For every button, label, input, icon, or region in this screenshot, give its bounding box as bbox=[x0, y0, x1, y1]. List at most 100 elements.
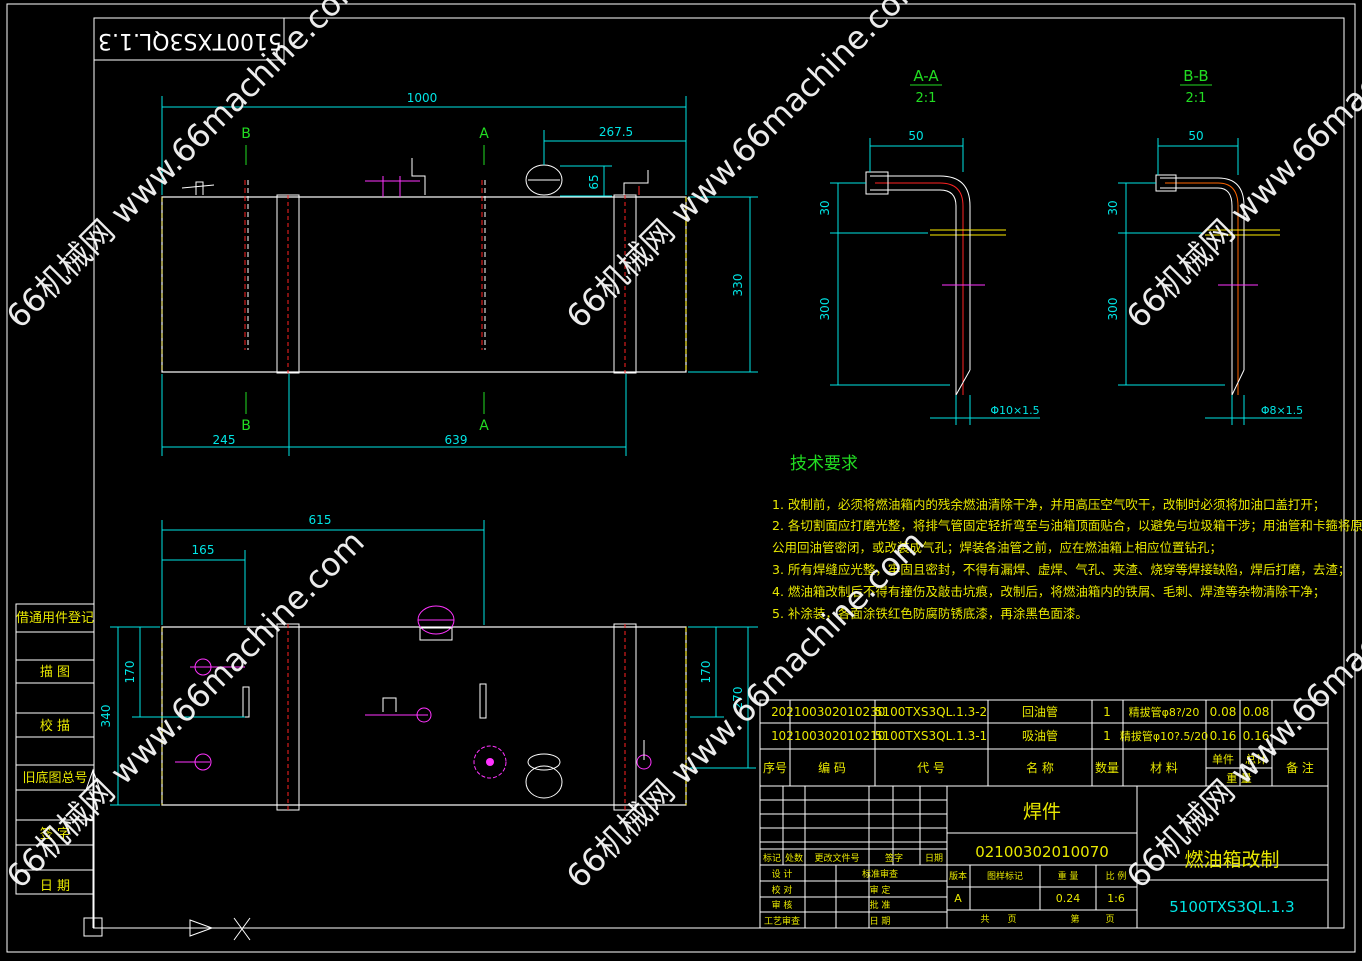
dim-330: 330 bbox=[731, 274, 745, 297]
tb-label-page2: 页 bbox=[1105, 914, 1114, 925]
bom-row-2-drawing: 5100TXS3QL.1.3-2 bbox=[875, 705, 987, 719]
section-aa-title: A-A bbox=[913, 67, 939, 85]
bom-header-material: 材 料 bbox=[1150, 761, 1178, 775]
tb-version: A bbox=[954, 892, 962, 905]
top-drawing-number-box: 5100TXS3QL.1.3 bbox=[93, 17, 285, 61]
front-view bbox=[161, 605, 687, 811]
tb-label-total: 共 bbox=[980, 914, 989, 925]
tech-line-3: 公用回油管密闭，或改装成气孔；焊装各油管之前，应在燃油箱上相应位置钻孔； bbox=[772, 540, 1222, 555]
bom-row-1-name: 吸油管 bbox=[1022, 728, 1058, 743]
tb-label-date2: 日 期 bbox=[870, 916, 891, 927]
tech-line-4: 3. 所有焊缝应光整，牢固且密封，不得有漏焊、虚焊、气孔、夹渣、烧穿等焊接缺陷，… bbox=[772, 562, 1350, 577]
watermark-4: 66机械网 www.66machine.com bbox=[0, 523, 372, 896]
bom-header-weight: 重 量 bbox=[1226, 771, 1252, 785]
left-block-cell-6: 日 期 bbox=[40, 879, 70, 894]
section-mark-a-top: A bbox=[479, 126, 489, 142]
bom-row-1-drawing: 5100TXS3QL.1.3-1 bbox=[875, 729, 987, 743]
bom-row-2-qty: 1 bbox=[1103, 705, 1111, 719]
top-view bbox=[161, 158, 687, 374]
left-block-cell-5: 签 字 bbox=[40, 826, 70, 842]
tech-line-5: 4. 燃油箱改制后不得有撞伤及敲击坑痕，改制后，将燃油箱内的铁屑、毛刺、焊渣等杂… bbox=[772, 584, 1325, 599]
dim-270: 270 bbox=[731, 687, 745, 710]
tb-scale: 1:6 bbox=[1107, 892, 1125, 905]
bom-row-1-total: 0.16 bbox=[1243, 729, 1270, 743]
bom-header-drawing: 代 号 bbox=[917, 761, 945, 775]
part-name: 燃油箱改制 bbox=[1184, 849, 1279, 871]
tb-label-std-review: 标准审查 bbox=[862, 868, 898, 880]
tb-label-design: 设 计 bbox=[772, 868, 793, 880]
section-a-a: A-A 2:1 50 30 300 Φ10×1.5 bbox=[818, 67, 1040, 425]
tech-heading: 技术要求 bbox=[790, 454, 858, 474]
dim-267-5: 267.5 bbox=[599, 125, 633, 139]
section-mark-a-bottom: A bbox=[479, 418, 489, 434]
dim-170-left: 170 bbox=[123, 661, 137, 684]
tb-weight: 0.24 bbox=[1056, 892, 1081, 905]
tb-label-proofread: 校 对 bbox=[772, 884, 793, 896]
bom-header-qty: 数量 bbox=[1095, 760, 1119, 775]
bom-header-unit: 单件 bbox=[1212, 753, 1234, 766]
tb-label-change-doc: 更改文件号 bbox=[814, 852, 859, 864]
tb-label-sign: 签字 bbox=[885, 852, 903, 864]
section-b-b: B-B 2:1 50 30 300 Φ8×1.5 bbox=[1106, 67, 1303, 425]
tb-label-process: 工艺审查 bbox=[764, 915, 800, 927]
tb-label-approve1: 审 定 bbox=[870, 884, 891, 896]
dim-245: 245 bbox=[213, 433, 236, 447]
section-bb-dim-300: 300 bbox=[1106, 298, 1120, 321]
tb-label-version: 版本 bbox=[949, 870, 967, 882]
section-bb-dim-50: 50 bbox=[1188, 129, 1203, 143]
section-bb-dim-phi: Φ8×1.5 bbox=[1261, 404, 1303, 417]
bom-header-total: 总计 bbox=[1245, 752, 1267, 766]
bom-header-seq: 序号 bbox=[763, 760, 787, 775]
section-aa-scale: 2:1 bbox=[916, 91, 937, 106]
tech-line-1: 1. 改制前，必须将燃油箱内的残余燃油清除干净，并用高压空气吹干，改制时必须将加… bbox=[772, 497, 1325, 512]
bom-row-2-total: 0.08 bbox=[1243, 705, 1270, 719]
top-view-dimensions bbox=[161, 96, 758, 456]
section-bb-dim-30: 30 bbox=[1106, 200, 1120, 215]
section-aa-dim-30: 30 bbox=[818, 200, 832, 215]
dim-65: 65 bbox=[587, 174, 601, 189]
section-bb-scale: 2:1 bbox=[1186, 91, 1207, 106]
left-registration-block: 借通用件登记 描 图 校 描 旧底图总号 签 字 日 期 bbox=[15, 603, 95, 895]
dim-639: 639 bbox=[445, 433, 468, 447]
bom-header-name: 名 称 bbox=[1026, 760, 1054, 775]
dim-170-right: 170 bbox=[699, 661, 713, 684]
top-view-dim-labels: 1000 267.5 65 330 245 639 bbox=[213, 91, 745, 447]
left-block-cell-4: 旧底图总号 bbox=[22, 770, 87, 786]
tb-label-review: 审 核 bbox=[772, 899, 793, 911]
bom-row-2-seq: 2 bbox=[771, 705, 779, 719]
drawing-frame bbox=[6, 3, 1356, 953]
section-mark-b-top: B bbox=[241, 126, 251, 142]
left-block-cell-1: 借通用件登记 bbox=[16, 611, 94, 626]
left-block-cell-3: 校 描 bbox=[40, 718, 70, 734]
dim-1000: 1000 bbox=[407, 91, 438, 105]
bom-row-1-unit: 0.16 bbox=[1210, 729, 1237, 743]
bom-row-2-code: 02100302010230 bbox=[779, 705, 886, 719]
tb-label-qty: 处数 bbox=[785, 852, 803, 864]
bom-table: 2 02100302010230 5100TXS3QL.1.3-2 回油管 1 … bbox=[759, 699, 1329, 787]
watermark-2: 66机械网 www.66machine.com bbox=[559, 0, 932, 336]
bom-row-2-name: 回油管 bbox=[1022, 704, 1058, 719]
bom-row-1-code: 02100302010210 bbox=[779, 729, 886, 743]
technical-requirements: 技术要求 1. 改制前，必须将燃油箱内的残余燃油清除干净，并用高压空气吹干，改制… bbox=[772, 454, 1362, 621]
part-code: 02100302010070 bbox=[975, 843, 1109, 861]
bom-row-2-material: 精拔管φ8?/20 bbox=[1129, 705, 1200, 719]
ucs-icon bbox=[83, 768, 251, 941]
tb-label-approve2: 批 准 bbox=[870, 899, 891, 911]
part-type: 焊件 bbox=[1023, 801, 1061, 823]
tb-label-mark: 标记 bbox=[763, 852, 781, 864]
tb-label-weight: 重 量 bbox=[1058, 870, 1079, 882]
front-view-dim-labels: 615 165 170 340 170 270 bbox=[99, 513, 745, 727]
dim-165: 165 bbox=[192, 543, 215, 557]
section-aa-dim-50: 50 bbox=[908, 129, 923, 143]
section-mark-b-bottom: B bbox=[241, 418, 251, 434]
section-aa-dim-300: 300 bbox=[818, 298, 832, 321]
bom-row-1-seq: 1 bbox=[771, 729, 779, 743]
tb-label-sheets: 页 bbox=[1007, 914, 1016, 925]
top-drawing-number: 5100TXS3QL.1.3 bbox=[98, 28, 282, 53]
bom-row-1-qty: 1 bbox=[1103, 729, 1111, 743]
title-block: 焊件 02100302010070 燃油箱改制 5100TXS3QL.1.3 标… bbox=[759, 785, 1329, 929]
dim-340: 340 bbox=[99, 705, 113, 728]
bom-header-code: 编 码 bbox=[818, 760, 846, 775]
